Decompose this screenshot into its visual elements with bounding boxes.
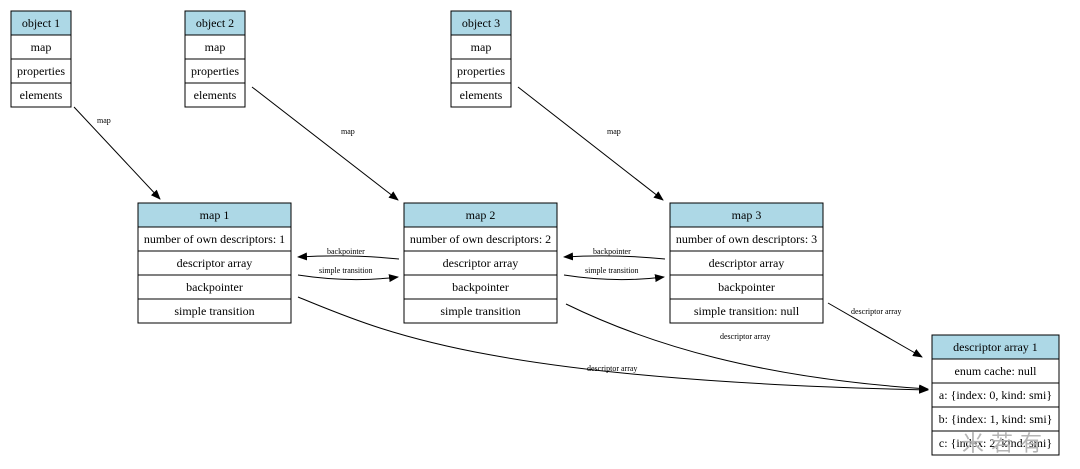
node-map3-row: number of own descriptors: 3: [676, 232, 817, 246]
edge-object2-map2: [251, 86, 399, 201]
edge-label-simple-transition-1: simple transition: [319, 266, 373, 275]
edge-label-descriptor-array-2: descriptor array: [720, 332, 770, 341]
node-object3-row: map: [471, 40, 492, 54]
edge-label-map-3: map: [607, 127, 621, 136]
node-object1-row: properties: [17, 64, 65, 78]
node-map3-title: map 3: [732, 208, 762, 222]
node-map2: map 2 number of own descriptors: 2 descrip…: [403, 202, 558, 324]
node-map3-row: backpointer: [718, 280, 775, 294]
node-map1-row: number of own descriptors: 1: [144, 232, 285, 246]
node-map1-row: descriptor array: [177, 256, 253, 270]
edge-label-backpointer-1: backpointer: [327, 247, 365, 256]
node-object1-row: map: [31, 40, 52, 54]
node-object3: object 3 map properties elements: [450, 10, 512, 108]
node-map1-header: [137, 202, 292, 228]
node-object2-title: object 2: [196, 16, 234, 30]
node-map3-row: simple transition: null: [694, 304, 800, 318]
node-object2-row: map: [205, 40, 226, 54]
node-object1-title: object 1: [22, 16, 60, 30]
node-object2-row: elements: [194, 88, 237, 102]
node-map1: map 1 number of own descriptors: 1 descrip…: [137, 202, 292, 324]
node-map2-row: descriptor array: [443, 256, 519, 270]
node-object2: object 2 map properties elements: [184, 10, 246, 108]
node-desc1-row: c: {index: 2, kind: smi}: [939, 436, 1052, 450]
node-object3-header: [450, 10, 512, 36]
edge-object3-map3: [517, 86, 664, 201]
node-map1-row: backpointer: [186, 280, 243, 294]
node-map3-row: descriptor array: [709, 256, 785, 270]
edge-map3-backpointer-map2: [563, 252, 666, 261]
node-object3-row: elements: [460, 88, 503, 102]
watermark: 米 若 有: [962, 432, 1042, 457]
edge-label-descriptor-array-1: descriptor array: [587, 364, 637, 373]
node-object3-title: object 3: [462, 16, 500, 30]
node-desc1-header: [931, 334, 1060, 360]
edge-map2-backpointer-map1: [297, 252, 400, 261]
edge-label-descriptor-array-3: descriptor array: [851, 307, 901, 316]
node-map1-title: map 1: [200, 208, 230, 222]
edge-object1-map1: [73, 106, 161, 200]
node-map2-row: backpointer: [452, 280, 509, 294]
node-object3-row: properties: [457, 64, 505, 78]
node-object1-row: elements: [20, 88, 63, 102]
node-object1-header: [10, 10, 72, 36]
edge-map2-descriptor-array: [565, 303, 929, 393]
edge-map2-transition-map3: [563, 274, 665, 283]
node-object1: object 1 map properties elements: [10, 10, 72, 108]
node-map2-row: number of own descriptors: 2: [410, 232, 551, 246]
node-desc1-title: descriptor array 1: [953, 340, 1038, 354]
edge-label-map-2: map: [341, 127, 355, 136]
node-map1-row: simple transition: [174, 304, 254, 318]
node-map3: map 3 number of own descriptors: 3 descrip…: [669, 202, 824, 324]
edge-label-map-1: map: [97, 116, 111, 125]
node-map2-row: simple transition: [440, 304, 520, 318]
edge-map1-transition-map2: [297, 274, 399, 283]
node-desc1-row: b: {index: 1, kind: smi}: [939, 412, 1053, 426]
node-map2-title: map 2: [466, 208, 496, 222]
node-desc1-row: a: {index: 0, kind: smi}: [939, 388, 1052, 402]
edge-map3-descriptor-array: [827, 302, 923, 358]
node-desc1: descriptor array 1 enum cache: null a: {in…: [931, 334, 1060, 456]
edges-layer: map map map backpointer backpointer simp…: [73, 86, 929, 394]
edge-label-simple-transition-2: simple transition: [585, 266, 639, 275]
nodes-layer: object 1 map properties elements object 2 map…: [10, 10, 1060, 456]
node-map3-header: [669, 202, 824, 228]
edge-label-backpointer-2: backpointer: [593, 247, 631, 256]
edge-map1-descriptor-array: [297, 296, 929, 394]
node-desc1-row: enum cache: null: [955, 364, 1038, 378]
node-object2-row: properties: [191, 64, 239, 78]
